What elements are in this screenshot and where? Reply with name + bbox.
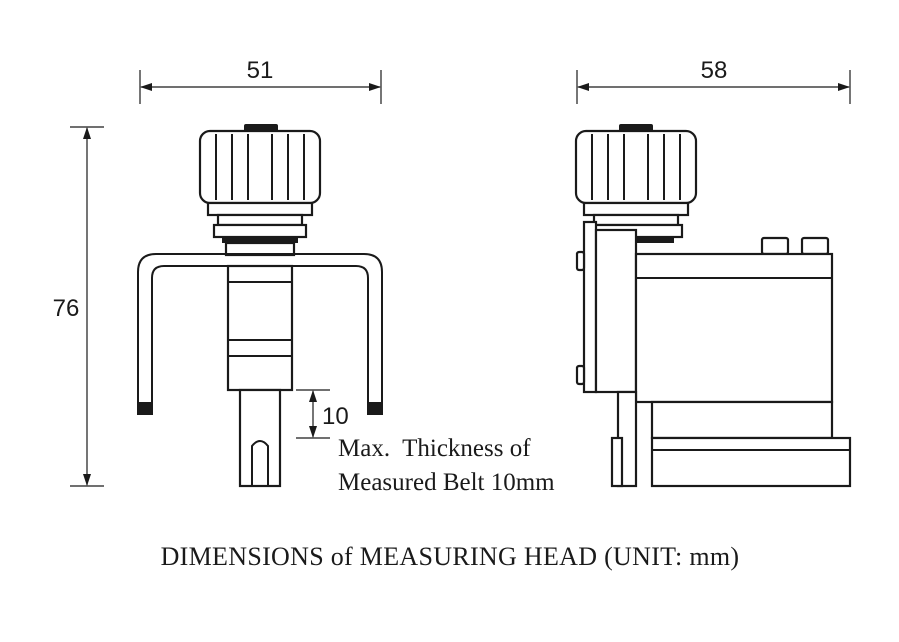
side-sensor-housing [634, 236, 834, 440]
side-knob [574, 124, 698, 243]
thickness-note: Max. Thickness of Measured Belt 10mm [338, 435, 555, 496]
front-collar [212, 213, 308, 257]
front-probe [238, 388, 282, 488]
dimension-front-width: 51 [139, 57, 382, 104]
height-label: 76 [53, 295, 80, 322]
dimension-height: 76 [53, 126, 104, 487]
front-center-column [226, 264, 294, 392]
note-line-1: Max. Thickness of [338, 435, 531, 462]
front-view: 10 [137, 124, 383, 488]
max-thickness-label: 10 [322, 403, 349, 430]
dimension-max-thickness: 10 [296, 389, 349, 439]
side-width-label: 58 [701, 57, 728, 84]
side-mount-plate [575, 220, 638, 394]
dimension-side-width: 58 [576, 57, 851, 104]
front-width-label: 51 [247, 57, 274, 84]
note-line-2: Measured Belt 10mm [338, 469, 555, 496]
diagram-caption: DIMENSIONS of MEASURING HEAD (UNIT: mm) [161, 542, 740, 571]
front-knob [198, 124, 322, 217]
side-view [574, 124, 852, 488]
side-base [610, 390, 852, 488]
